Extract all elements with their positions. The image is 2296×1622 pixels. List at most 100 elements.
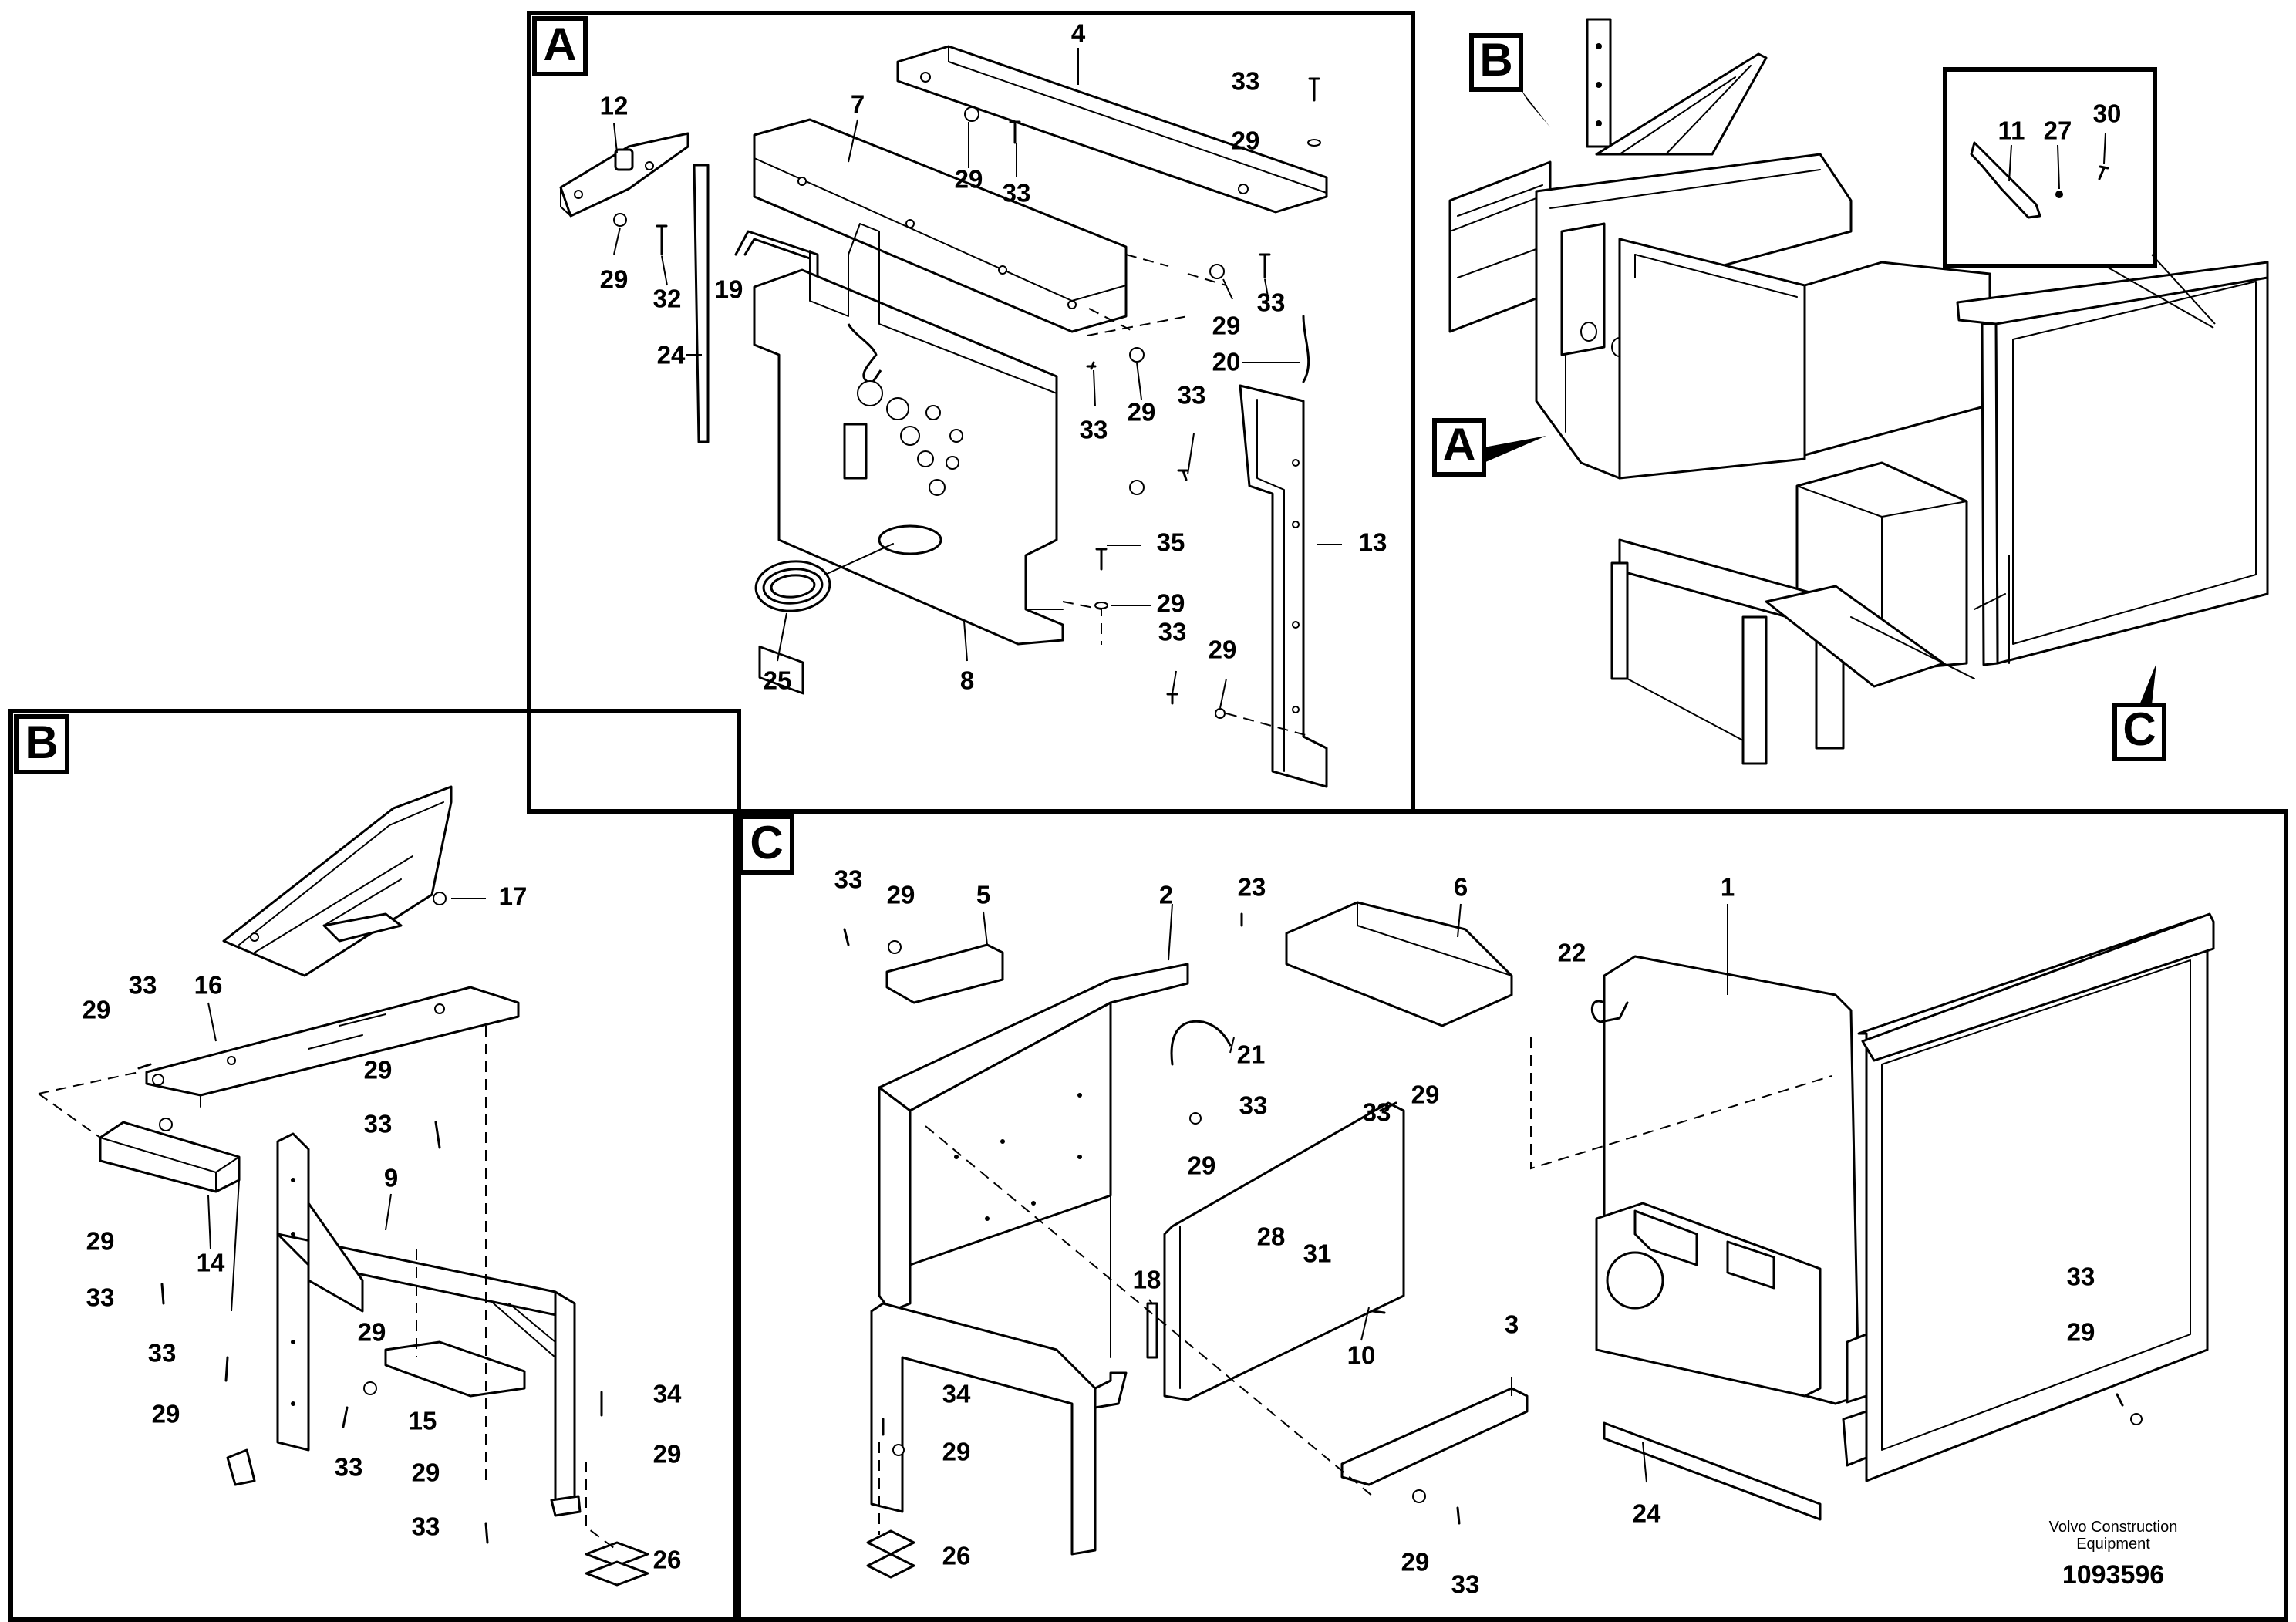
callout-19: 19 [715, 275, 743, 304]
bracket-14 [99, 1121, 241, 1193]
callout-24-a: 24 [657, 341, 686, 369]
callout-29-a6: 29 [1157, 589, 1185, 618]
svg-text:B: B [1479, 34, 1512, 86]
callout-32: 32 [653, 285, 682, 313]
overview-callout-a: A [1432, 418, 1546, 477]
callout-14: 14 [197, 1249, 225, 1277]
callout-29-c5: 29 [942, 1438, 971, 1466]
callout-26-c: 26 [942, 1542, 971, 1570]
callout-16: 16 [194, 971, 223, 1000]
callout-29-a3: 29 [600, 265, 629, 294]
callout-34-c: 34 [942, 1380, 971, 1408]
callout-29-b7: 29 [412, 1458, 440, 1487]
panel-13 [1239, 384, 1328, 788]
callout-26-b: 26 [653, 1546, 682, 1574]
callout-20: 20 [1212, 348, 1241, 376]
callout-1: 1 [1721, 873, 1735, 902]
callout-33-b3: 33 [86, 1283, 115, 1312]
detail-inset: 11 27 30 [1943, 67, 2216, 329]
callout-24-c: 24 [1633, 1499, 1661, 1528]
callout-33-b4: 33 [148, 1339, 177, 1367]
grommet-25 [754, 560, 831, 612]
bracket-17 [222, 785, 453, 977]
callout-33-a6: 33 [1158, 618, 1187, 646]
callout-33-a3: 33 [1257, 288, 1286, 317]
section-label-a: A [543, 19, 576, 70]
callout-33-c1: 33 [834, 865, 863, 894]
svg-text:A: A [1442, 419, 1475, 470]
callout-29-a5: 29 [1128, 398, 1156, 427]
callout-31: 31 [1303, 1239, 1332, 1268]
foot-b2 [550, 1495, 582, 1517]
plate-16 [145, 986, 520, 1108]
callout-23: 23 [1238, 873, 1266, 902]
callout-29-c1: 29 [887, 881, 915, 909]
callout-25: 25 [764, 666, 792, 695]
clip-20 [1302, 315, 1310, 383]
callout-29-b2: 29 [364, 1056, 393, 1084]
callout-29-b6: 29 [653, 1440, 682, 1469]
callout-33-a2: 33 [1003, 179, 1031, 207]
svg-text:C: C [2122, 703, 2156, 755]
callout-33-b5: 33 [335, 1453, 363, 1482]
pad-26 [585, 1541, 649, 1567]
section-label-c: C [750, 817, 783, 868]
callout-11: 11 [1998, 116, 2025, 145]
callout-33-c3: 33 [1239, 1091, 1268, 1120]
foot-b1 [226, 1448, 256, 1486]
clip-22 [1590, 1000, 1629, 1023]
brand-line-1: Volvo Construction [2048, 1519, 2178, 1536]
callout-29-c3: 29 [1188, 1152, 1216, 1180]
frame-9 [276, 1132, 576, 1509]
callout-29-b5: 29 [358, 1318, 386, 1347]
callout-29-c4: 29 [2067, 1318, 2095, 1347]
callout-29-c2: 29 [1411, 1081, 1440, 1109]
callout-12: 12 [600, 92, 629, 120]
callout-29-a4: 29 [1212, 312, 1241, 340]
bracket-15 [384, 1340, 526, 1398]
bar-3 [1340, 1387, 1529, 1486]
bracket-5 [885, 943, 1004, 1004]
callout-10: 10 [1347, 1341, 1376, 1370]
callout-3: 3 [1505, 1310, 1519, 1339]
rail-4 [896, 45, 1328, 214]
callout-5: 5 [976, 881, 990, 909]
seal-strip-24 [693, 164, 710, 443]
callout-33-c2: 33 [1363, 1098, 1391, 1127]
callout-28: 28 [1257, 1222, 1286, 1251]
callout-29-b4: 29 [152, 1400, 180, 1428]
publisher-footer: Volvo Construction Equipment 1093596 [1974, 1519, 2252, 1590]
plate-8 [753, 223, 1064, 695]
callout-27: 27 [2044, 116, 2072, 145]
callout-33-c4: 33 [2067, 1263, 2095, 1291]
frame-2 [870, 963, 1189, 1556]
callout-21: 21 [1237, 1040, 1266, 1069]
callout-9: 9 [384, 1164, 398, 1192]
box-1 [1595, 912, 2215, 1482]
document-number: 1093596 [2062, 1560, 2165, 1590]
brand-line-2: Equipment [2076, 1536, 2150, 1553]
panel-a: A [527, 11, 1415, 814]
panel-c: C [733, 809, 2288, 1622]
callout-22: 22 [1558, 939, 1586, 967]
cover-6 [1285, 901, 1513, 1027]
callout-17: 17 [499, 882, 528, 911]
bracket-12 [559, 132, 689, 218]
callout-6: 6 [1454, 873, 1468, 902]
seal-strip-24-c [1603, 1421, 1822, 1521]
callout-33-a4: 33 [1080, 416, 1108, 444]
callout-33-a5: 33 [1178, 381, 1206, 410]
callout-2: 2 [1159, 881, 1173, 909]
callout-29-a1: 29 [1232, 126, 1260, 155]
section-label-b: B [25, 717, 58, 768]
callout-33-c5: 33 [1451, 1570, 1480, 1599]
callout-33-b6: 33 [412, 1512, 440, 1541]
panel-b: B [8, 709, 741, 1622]
pad-26-c [866, 1529, 915, 1556]
clip-19 [734, 230, 819, 283]
callout-13: 13 [1359, 528, 1387, 557]
callout-4: 4 [1071, 19, 1086, 48]
overview-callout-c: C [2112, 663, 2166, 761]
clip-21 [1170, 1020, 1232, 1066]
callout-33-a1: 33 [1232, 67, 1260, 96]
